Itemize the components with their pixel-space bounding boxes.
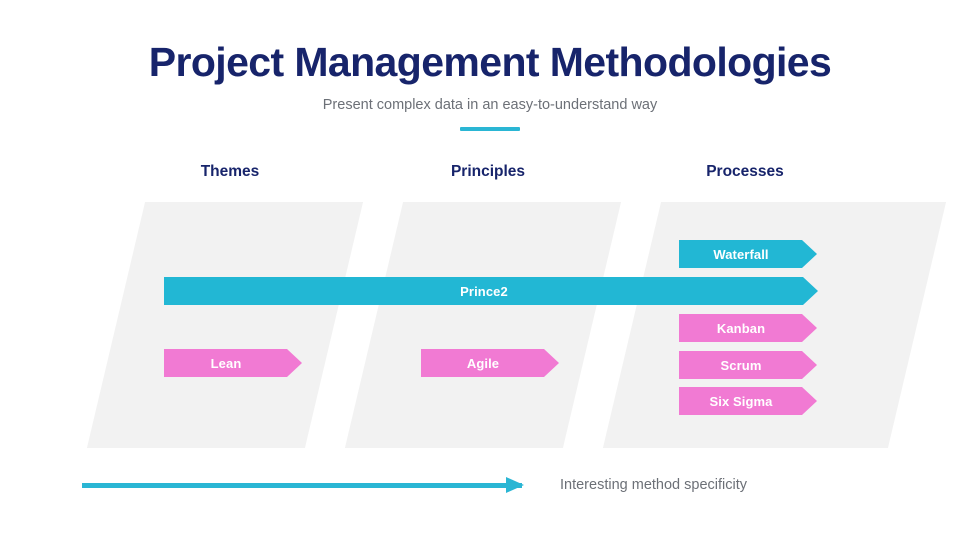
page-title: Project Management Methodologies	[148, 39, 832, 85]
specificity-arrow-head	[506, 477, 524, 493]
column-panels	[0, 202, 980, 448]
specificity-arrow-icon	[82, 473, 542, 499]
bar-six-sigma[interactable]: Six Sigma	[679, 387, 817, 415]
panel-principles	[344, 202, 622, 448]
bar-waterfall[interactable]: Waterfall	[679, 240, 817, 268]
bar-kanban-label: Kanban	[716, 320, 766, 336]
bar-lean-label: Lean	[210, 355, 242, 371]
bar-scrum[interactable]: Scrum	[679, 351, 817, 379]
bar-agile[interactable]: Agile	[421, 349, 559, 377]
bar-kanban[interactable]: Kanban	[679, 314, 817, 342]
column-header-processes: Processes	[706, 163, 784, 180]
column-header-themes: Themes	[200, 163, 260, 180]
page-subtitle: Present complex data in an easy-to-under…	[322, 97, 658, 113]
column-header-principles: Principles	[450, 163, 526, 180]
bar-agile-label: Agile	[466, 355, 500, 371]
bar-waterfall-label: Waterfall	[713, 246, 769, 262]
bar-prince2[interactable]: Prince2	[164, 277, 818, 305]
bar-lean[interactable]: Lean	[164, 349, 302, 377]
panel-themes	[86, 202, 364, 448]
specificity-caption: Interesting method specificity	[560, 477, 747, 493]
bar-six-sigma-label: Six Sigma	[709, 393, 773, 409]
bar-prince2-label: Prince2	[460, 283, 508, 299]
specificity-arrow-line	[82, 483, 522, 488]
bar-scrum-label: Scrum	[720, 357, 762, 373]
accent-divider	[460, 127, 520, 131]
